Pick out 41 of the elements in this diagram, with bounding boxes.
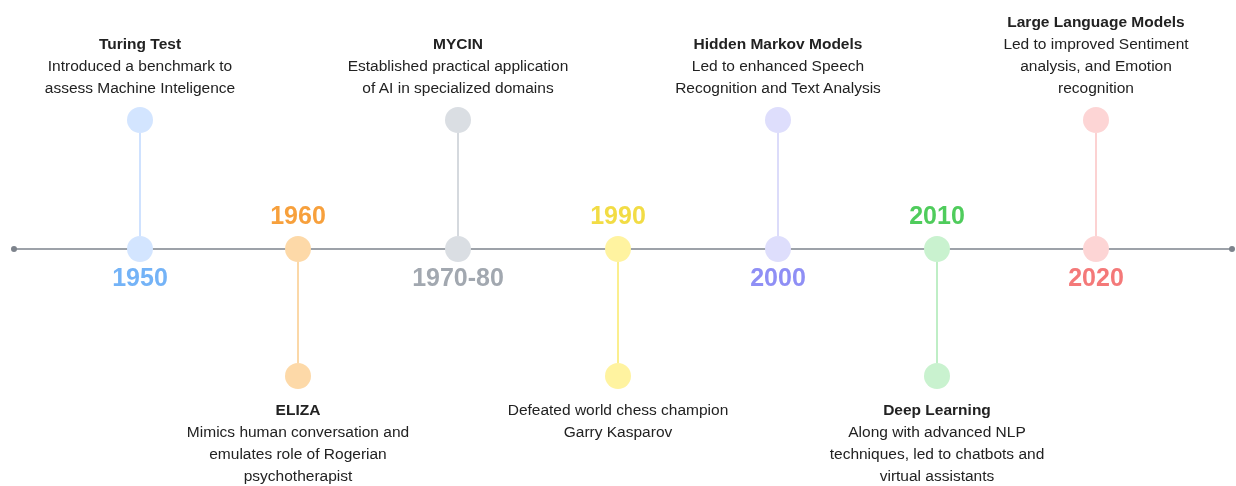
- year-label: 1990: [589, 201, 647, 230]
- connector-line: [297, 261, 299, 364]
- connector-line: [1095, 132, 1097, 237]
- year-label: 2020: [1067, 263, 1125, 292]
- timeline-marker: [127, 236, 153, 262]
- timeline-marker: [765, 236, 791, 262]
- milestone-dot: [285, 363, 311, 389]
- connector-line: [457, 132, 459, 237]
- milestone-title: MYCIN: [432, 34, 484, 54]
- milestone-description: Along with advanced NLP techniques, led to chatbots and virtual assistants: [828, 422, 1046, 486]
- year-label: 1960: [269, 201, 327, 230]
- connector-line: [936, 261, 938, 364]
- milestone-description: Led to improved Sentiment analysis, and Emotion recognition: [1002, 34, 1190, 98]
- milestone-title: Hidden Markov Models: [692, 34, 864, 54]
- milestone-dot: [605, 363, 631, 389]
- connector-line: [139, 132, 141, 237]
- timeline-marker: [285, 236, 311, 262]
- milestone-dot: [1083, 107, 1109, 133]
- milestone-title: Deep Learning: [882, 400, 992, 420]
- milestone-title: ELIZA: [274, 400, 322, 420]
- year-label: 2010: [908, 201, 966, 230]
- milestone-description: Established practical application of AI in specialized domains: [346, 56, 570, 98]
- year-label: 1970-80: [411, 263, 505, 292]
- timeline-marker: [1083, 236, 1109, 262]
- milestone-title: Large Language Models: [1006, 12, 1186, 32]
- milestone-description: Defeated world chess champion Garry Kasparov: [506, 400, 730, 442]
- milestone-dot: [765, 107, 791, 133]
- connector-line: [777, 132, 779, 237]
- timeline-marker: [924, 236, 950, 262]
- year-label: 1950: [111, 263, 169, 292]
- timeline-marker: [445, 236, 471, 262]
- milestone-description: Led to enhanced Speech Recognition and Text Analysis: [674, 56, 882, 98]
- milestone-description: Mimics human conversation and emulates role of Rogerian psychotherapist: [185, 422, 411, 486]
- year-label: 2000: [749, 263, 807, 292]
- milestone-description: Introduced a benchmark to assess Machine Inteligence: [43, 56, 237, 98]
- milestone-dot: [924, 363, 950, 389]
- milestone-title: Turing Test: [97, 34, 183, 54]
- milestone-dot: [127, 107, 153, 133]
- milestone-dot: [445, 107, 471, 133]
- timeline-marker: [605, 236, 631, 262]
- connector-line: [617, 261, 619, 364]
